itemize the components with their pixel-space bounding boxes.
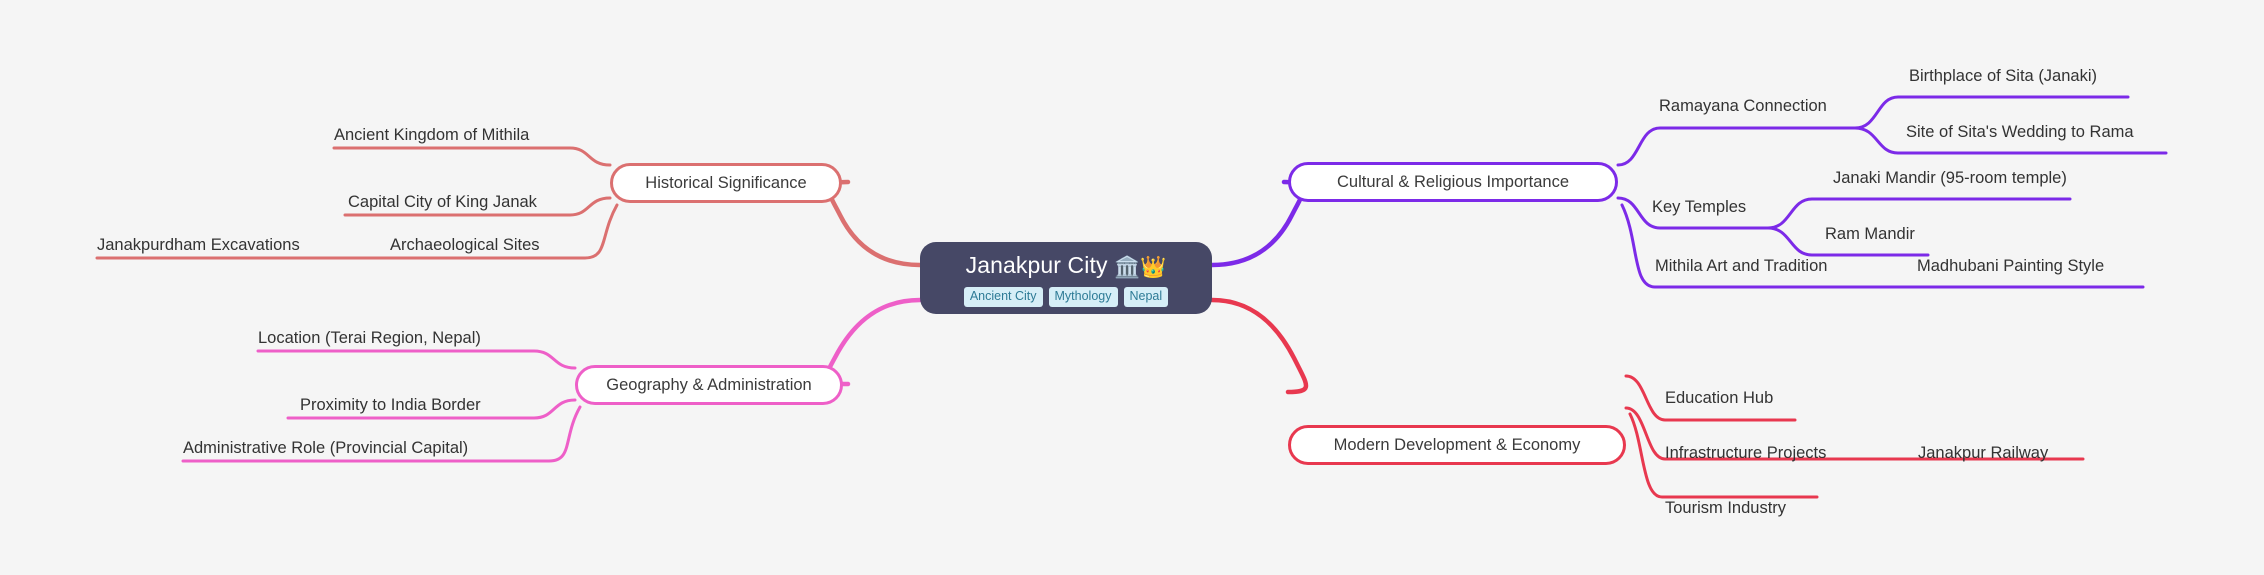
leaf-ramayana-connection-label: Ramayana Connection: [1659, 97, 1827, 115]
leaf-education-hub-label: Education Hub: [1665, 389, 1774, 407]
leaf-key-temples[interactable]: Key Temples: [1652, 197, 1746, 217]
leaf-ram-mandir[interactable]: Ram Mandir: [1825, 224, 1915, 244]
leaf-key-temples-label: Key Temples: [1652, 198, 1747, 216]
leaf-location-terai-region-nepal-label: Location (Terai Region, Nepal): [258, 329, 481, 347]
leaf-infrastructure-projects[interactable]: Infrastructure Projects: [1665, 443, 1826, 463]
branch-node-historical-significance[interactable]: Historical Significance: [610, 163, 842, 203]
leaf-proximity-to-india-border-label: Proximity to India Border: [300, 396, 481, 414]
leaf-administrative-role-provincial-capital[interactable]: Administrative Role (Provincial Capital): [183, 438, 468, 458]
leaf-infrastructure-projects-label: Infrastructure Projects: [1665, 444, 1827, 462]
center-node[interactable]: Janakpur City 🏛️👑 Ancient City Mythology…: [920, 242, 1212, 314]
leaf-proximity-to-india-border[interactable]: Proximity to India Border: [300, 395, 481, 415]
leaf-janaki-mandir-label: Janaki Mandir (95-room temple): [1833, 169, 2067, 187]
leaf-janaki-mandir[interactable]: Janaki Mandir (95-room temple): [1833, 168, 2067, 188]
leaf-janakpurdham-excavations[interactable]: Janakpurdham Excavations: [97, 235, 300, 255]
leaf-archaeological-sites[interactable]: Archaeological Sites: [390, 235, 540, 255]
leaf-ramayana-connection[interactable]: Ramayana Connection: [1659, 96, 1827, 116]
leaf-site-of-sitas-wedding-to-rama[interactable]: Site of Sita's Wedding to Rama: [1906, 122, 2134, 142]
branch-node-geography-administration-label: Geography & Administration: [606, 375, 812, 394]
leaf-mithila-art-and-tradition-label: Mithila Art and Tradition: [1655, 257, 1828, 275]
center-node-title: Janakpur City 🏛️👑: [920, 251, 1212, 282]
leaf-mithila-art-and-tradition[interactable]: Mithila Art and Tradition: [1655, 256, 1827, 276]
center-node-tags: Ancient City Mythology Nepal: [920, 287, 1212, 307]
center-node-title-text: Janakpur City: [965, 252, 1108, 278]
leaf-capital-city-of-king-janak-label: Capital City of King Janak: [348, 193, 537, 211]
branch-node-modern-development-economy[interactable]: Modern Development & Economy: [1288, 425, 1626, 465]
tag-ancient-city[interactable]: Ancient City: [963, 287, 1043, 307]
tag-mythology[interactable]: Mythology: [1048, 287, 1118, 307]
leaf-location-terai-region-nepal[interactable]: Location (Terai Region, Nepal): [258, 328, 481, 348]
branch-node-cultural-religious-importance-label: Cultural & Religious Importance: [1336, 172, 1570, 191]
branch-node-geography-administration[interactable]: Geography & Administration: [575, 365, 843, 405]
branch-node-cultural-religious-importance[interactable]: Cultural & Religious Importance: [1288, 162, 1618, 202]
leaf-janakpur-railway-label: Janakpur Railway: [1918, 444, 2049, 462]
leaf-janakpurdham-excavations-label: Janakpurdham Excavations: [97, 236, 300, 254]
branch-node-modern-development-economy-label: Modern Development & Economy: [1333, 435, 1581, 454]
leaf-capital-city-of-king-janak[interactable]: Capital City of King Janak: [348, 192, 537, 212]
leaf-birthplace-of-sita-janaki[interactable]: Birthplace of Sita (Janaki): [1909, 66, 2097, 86]
leaf-administrative-role-provincial-capital-label: Administrative Role (Provincial Capital): [183, 439, 469, 457]
leaf-tourism-industry-label: Tourism Industry: [1665, 499, 1787, 517]
leaf-ram-mandir-label: Ram Mandir: [1825, 225, 1915, 243]
leaf-site-of-sitas-wedding-to-rama-label: Site of Sita's Wedding to Rama: [1906, 123, 2134, 141]
tag-nepal[interactable]: Nepal: [1123, 287, 1169, 307]
leaf-ancient-kingdom-of-mithila-label: Ancient Kingdom of Mithila: [334, 126, 530, 144]
leaf-ancient-kingdom-of-mithila[interactable]: Ancient Kingdom of Mithila: [334, 125, 529, 145]
leaf-education-hub[interactable]: Education Hub: [1665, 388, 1773, 408]
leaf-birthplace-of-sita-janaki-label: Birthplace of Sita (Janaki): [1909, 67, 2098, 85]
branch-node-historical-significance-label: Historical Significance: [645, 173, 807, 192]
leaf-madhubani-painting-style[interactable]: Madhubani Painting Style: [1917, 256, 2104, 276]
leaf-janakpur-railway[interactable]: Janakpur Railway: [1918, 443, 2048, 463]
leaf-archaeological-sites-label: Archaeological Sites: [390, 236, 540, 254]
leaf-tourism-industry[interactable]: Tourism Industry: [1665, 498, 1786, 518]
bank-crown-emoji-icon: 🏛️👑: [1114, 256, 1167, 279]
leaf-madhubani-painting-style-label: Madhubani Painting Style: [1917, 257, 2105, 275]
